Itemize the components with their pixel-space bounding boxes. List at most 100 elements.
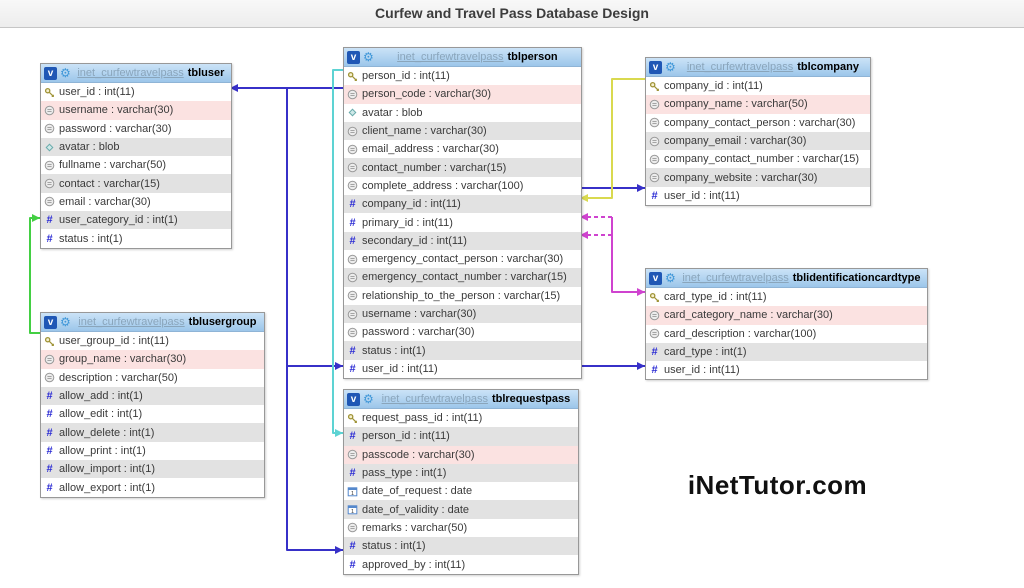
column-tblperson-emergency_contact_person[interactable]: emergency_contact_person : varchar(30) [344,249,581,269]
collapse-table-icon[interactable]: v [347,392,360,406]
column-tbluser-contact[interactable]: contact : varchar(15) [41,174,231,193]
column-tblusergroup-allow_export[interactable]: #allow_export : int(1) [41,478,264,497]
column-tblperson-complete_address[interactable]: complete_address : varchar(100) [344,176,581,196]
column-tblidentificationcardtype-user_id[interactable]: #user_id : int(11) [646,361,927,380]
column-tblperson-relationship_to_the_person[interactable]: relationship_to_the_person : varchar(15) [344,286,581,305]
column-tblperson-avatar[interactable]: avatar : blob [344,103,581,122]
column-label: client_name : varchar(30) [362,125,487,138]
column-label: avatar : blob [362,106,423,119]
column-tbluser-user_category_id[interactable]: #user_category_id : int(1) [41,211,231,230]
column-label: user_category_id : int(1) [59,214,178,227]
column-tblrequestpass-status[interactable]: #status : int(1) [344,537,578,556]
primary-key-icon [347,413,357,423]
column-tblcompany-company_id[interactable]: company_id : int(11) [646,77,870,96]
int-field-icon: # [46,481,53,494]
column-tblidentificationcardtype-card_type[interactable]: #card_type : int(1) [646,342,927,362]
column-tblcompany-company_email[interactable]: company_email : varchar(30) [646,131,870,151]
column-tblperson-secondary_id[interactable]: #secondary_id : int(11) [344,231,581,250]
column-tbluser-password[interactable]: password : varchar(30) [41,119,231,138]
varchar-field-icon [347,126,358,136]
table-options-gear-icon[interactable]: ⚙ [665,270,676,285]
column-tblusergroup-allow_delete[interactable]: #allow_delete : int(1) [41,423,264,442]
column-tblusergroup-group_name[interactable]: group_name : varchar(30) [41,350,264,369]
column-tblperson-password[interactable]: password : varchar(30) [344,323,581,342]
column-tblcompany-company_name[interactable]: company_name : varchar(50) [646,95,870,114]
relation-arrowhead [580,231,588,239]
column-tblrequestpass-request_pass_id[interactable]: request_pass_id : int(11) [344,409,578,428]
column-tblcompany-company_website[interactable]: company_website : varchar(30) [646,168,870,187]
collapse-table-icon[interactable]: v [347,50,360,64]
column-tbluser-username[interactable]: username : varchar(30) [41,101,231,120]
column-tblcompany-company_contact_number[interactable]: company_contact_number : varchar(15) [646,150,870,169]
column-tbluser-email[interactable]: email : varchar(30) [41,192,231,212]
column-tblrequestpass-passcode[interactable]: passcode : varchar(30) [344,445,578,464]
column-label: request_pass_id : int(11) [362,412,483,425]
column-tblcompany-user_id[interactable]: #user_id : int(11) [646,186,870,206]
column-tbluser-fullname[interactable]: fullname : varchar(50) [41,156,231,175]
column-tblrequestpass-person_id[interactable]: #person_id : int(11) [344,427,578,446]
column-tblidentificationcardtype-card_category_name[interactable]: card_category_name : varchar(30) [646,306,927,325]
column-tblperson-status[interactable]: #status : int(1) [344,341,581,360]
int-field-icon: # [46,444,53,457]
varchar-field-icon [347,89,358,100]
table-options-gear-icon[interactable]: ⚙ [363,391,374,406]
column-tblusergroup-user_group_id[interactable]: user_group_id : int(11) [41,332,264,351]
column-tblidentificationcardtype-card_description[interactable]: card_description : varchar(100) [646,324,927,343]
column-tblidentificationcardtype-card_type_id[interactable]: card_type_id : int(11) [646,288,927,307]
table-options-gear-icon[interactable]: ⚙ [60,314,71,329]
column-tblperson-person_id[interactable]: person_id : int(11) [344,67,581,86]
varchar-field-icon [649,117,660,128]
column-tblcompany-company_contact_person[interactable]: company_contact_person : varchar(30) [646,113,870,132]
column-tblusergroup-allow_print[interactable]: #allow_print : int(1) [41,441,264,461]
title-bar: Curfew and Travel Pass Database Design [0,0,1024,28]
column-tblperson-contact_number[interactable]: contact_number : varchar(15) [344,158,581,177]
column-tblperson-company_id[interactable]: #company_id : int(11) [344,195,581,214]
varchar-field-icon [44,372,55,383]
int-field-icon: # [651,346,658,359]
column-tblperson-person_code[interactable]: person_code : varchar(30) [344,85,581,104]
column-tblperson-client_name[interactable]: client_name : varchar(30) [344,121,581,141]
column-tblperson-email_address[interactable]: email_address : varchar(30) [344,140,581,159]
column-tbluser-avatar[interactable]: avatar : blob [41,137,231,157]
column-tblperson-primary_id[interactable]: #primary_id : int(11) [344,213,581,232]
table-options-gear-icon[interactable]: ⚙ [363,49,374,64]
varchar-field-icon [347,181,358,191]
column-tblrequestpass-approved_by[interactable]: #approved_by : int(11) [344,555,578,574]
table-options-gear-icon[interactable]: ⚙ [60,65,71,80]
collapse-table-icon[interactable]: v [649,60,662,74]
column-tblusergroup-allow_import[interactable]: #allow_import : int(1) [41,460,264,479]
column-tblusergroup-allow_edit[interactable]: #allow_edit : int(1) [41,405,264,424]
database-name: inet_curfewtravelpass [78,316,185,328]
collapse-table-icon[interactable]: v [44,315,57,329]
column-label: complete_address : varchar(100) [362,179,524,192]
column-tblrequestpass-pass_type[interactable]: #pass_type : int(1) [344,463,578,483]
column-tblusergroup-description[interactable]: description : varchar(50) [41,368,264,387]
column-tblperson-user_id[interactable]: #user_id : int(11) [344,359,581,379]
column-tblperson-emergency_contact_number[interactable]: emergency_contact_number : varchar(15) [344,268,581,287]
column-label: allow_delete : int(1) [59,426,155,439]
column-tblrequestpass-remarks[interactable]: remarks : varchar(50) [344,518,578,538]
collapse-table-icon[interactable]: v [44,66,57,80]
collapse-table-icon[interactable]: v [649,271,662,285]
column-tbluser-user_id[interactable]: user_id : int(11) [41,83,231,102]
column-label: company_id : int(11) [664,80,763,93]
column-tblperson-username[interactable]: username : varchar(30) [344,304,581,324]
column-tbluser-status[interactable]: #status : int(1) [41,229,231,248]
relation-line [580,78,645,199]
column-tblusergroup-allow_add[interactable]: #allow_add : int(1) [41,386,264,406]
table-options-gear-icon[interactable]: ⚙ [665,59,676,74]
